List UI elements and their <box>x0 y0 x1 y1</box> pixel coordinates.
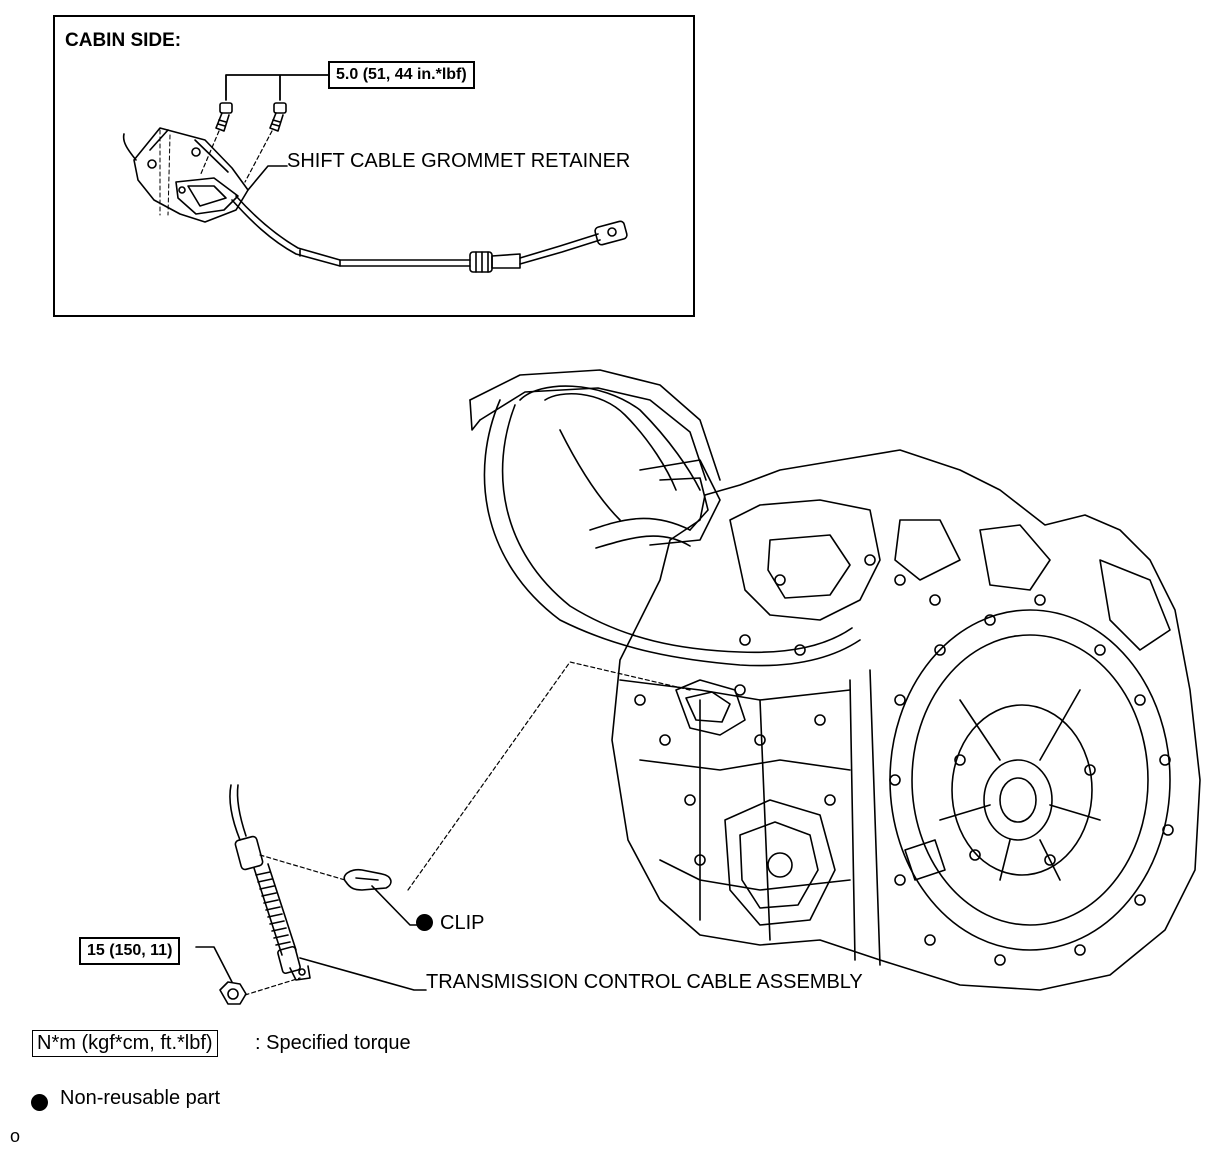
legend-nonreusable-dot <box>31 1094 48 1116</box>
clip-part <box>343 868 419 926</box>
legend-torque-units-box: N*m (kgf*cm, ft.*lbf) <box>32 1030 218 1057</box>
clip-nonreusable-dot <box>416 914 433 936</box>
shift-cable-grommet-retainer-label: SHIFT CABLE GROMMET RETAINER <box>287 150 631 172</box>
cabin-side-inset-frame <box>53 15 695 317</box>
transmission-control-cable-assembly-label: TRANSMISSION CONTROL CABLE ASSEMBLY <box>426 971 863 993</box>
cable-nut <box>195 946 247 1005</box>
transaxle-assembly <box>469 369 1201 991</box>
grommet-retainer-plate <box>133 127 249 223</box>
legend-nonreusable-desc: Non-reusable part <box>60 1087 221 1109</box>
footer-mark: o <box>10 1126 21 1146</box>
nut-torque-box: 15 (150, 11) <box>79 937 181 965</box>
grommet-bolt-torque-box: 5.0 (51, 44 in.*lbf) <box>328 61 475 89</box>
inset-title: CABIN SIDE: <box>65 30 182 51</box>
legend-torque-desc: : Specified torque <box>255 1032 411 1054</box>
retainer-bolt-left <box>215 102 233 132</box>
cabin-side-illustration <box>122 74 628 273</box>
retainer-bolt-right <box>269 102 287 132</box>
transmission-control-cable <box>229 784 427 991</box>
clip-label: CLIP <box>440 912 485 934</box>
